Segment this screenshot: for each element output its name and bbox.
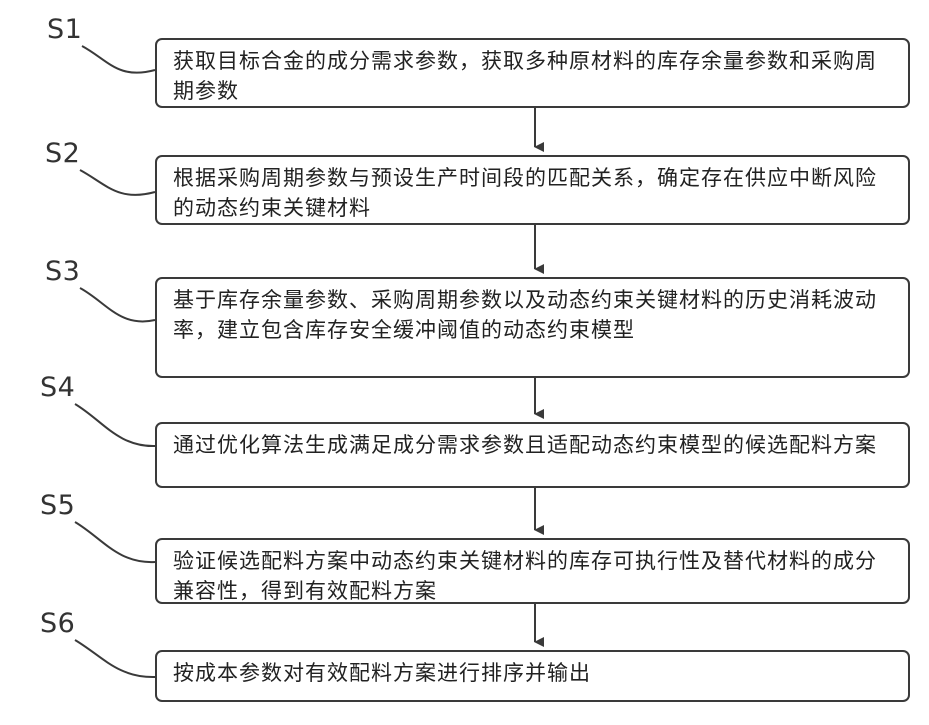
step-text-s4: 通过优化算法生成满足成分需求参数且适配动态约束模型的候选配料方案: [173, 430, 894, 460]
step-box-s3: 基于库存余量参数、采购周期参数以及动态约束关键材料的历史消耗波动率，建立包含库存…: [155, 277, 910, 378]
step-box-s6: 按成本参数对有效配料方案进行排序并输出: [155, 650, 910, 702]
leader-line-s6: [75, 640, 155, 677]
step-label-s3: S3: [45, 258, 80, 285]
step-text-s2: 根据采购周期参数与预设生产时间段的匹配关系，确定存在供应中断风险的动态约束关键材…: [173, 163, 894, 223]
leader-line-s1: [82, 46, 155, 73]
leader-line-s4: [75, 404, 155, 446]
leader-line-s5: [75, 522, 155, 562]
leader-line-s3: [80, 288, 155, 321]
step-text-s5: 验证候选配料方案中动态约束关键材料的库存可执行性及替代材料的成分兼容性，得到有效…: [173, 546, 894, 606]
step-label-s1: S1: [47, 16, 82, 43]
step-label-s5: S5: [40, 492, 75, 519]
step-text-s3: 基于库存余量参数、采购周期参数以及动态约束关键材料的历史消耗波动率，建立包含库存…: [173, 285, 894, 345]
step-label-s2: S2: [45, 140, 80, 167]
step-text-s1: 获取目标合金的成分需求参数，获取多种原材料的库存余量参数和采购周期参数: [173, 46, 894, 106]
leader-line-s2: [80, 170, 155, 195]
step-box-s2: 根据采购周期参数与预设生产时间段的匹配关系，确定存在供应中断风险的动态约束关键材…: [155, 155, 910, 225]
step-box-s5: 验证候选配料方案中动态约束关键材料的库存可执行性及替代材料的成分兼容性，得到有效…: [155, 538, 910, 604]
step-label-s4: S4: [40, 374, 75, 401]
step-box-s1: 获取目标合金的成分需求参数，获取多种原材料的库存余量参数和采购周期参数: [155, 38, 910, 108]
step-text-s6: 按成本参数对有效配料方案进行排序并输出: [173, 658, 894, 688]
step-label-s6: S6: [40, 610, 75, 637]
step-box-s4: 通过优化算法生成满足成分需求参数且适配动态约束模型的候选配料方案: [155, 422, 910, 488]
